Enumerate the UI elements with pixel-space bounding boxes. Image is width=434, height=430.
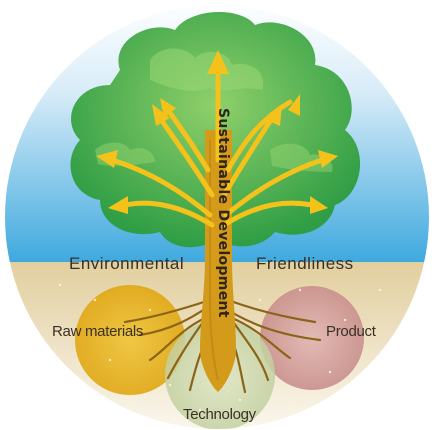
raw-materials-label: Raw materials [52,323,144,340]
tree-foliage [70,12,361,248]
technology-label: Technology [183,406,256,423]
environmental-label: Environmental [69,254,185,273]
arrow-heads [96,50,338,214]
trunk-label: Sustainable Development [215,108,231,318]
product-label: Product [326,323,376,340]
branch-arrows [109,67,325,228]
sparkle-dots [58,283,382,412]
friendliness-label: Friendliness [256,254,354,273]
raw-materials-circle [75,285,185,395]
